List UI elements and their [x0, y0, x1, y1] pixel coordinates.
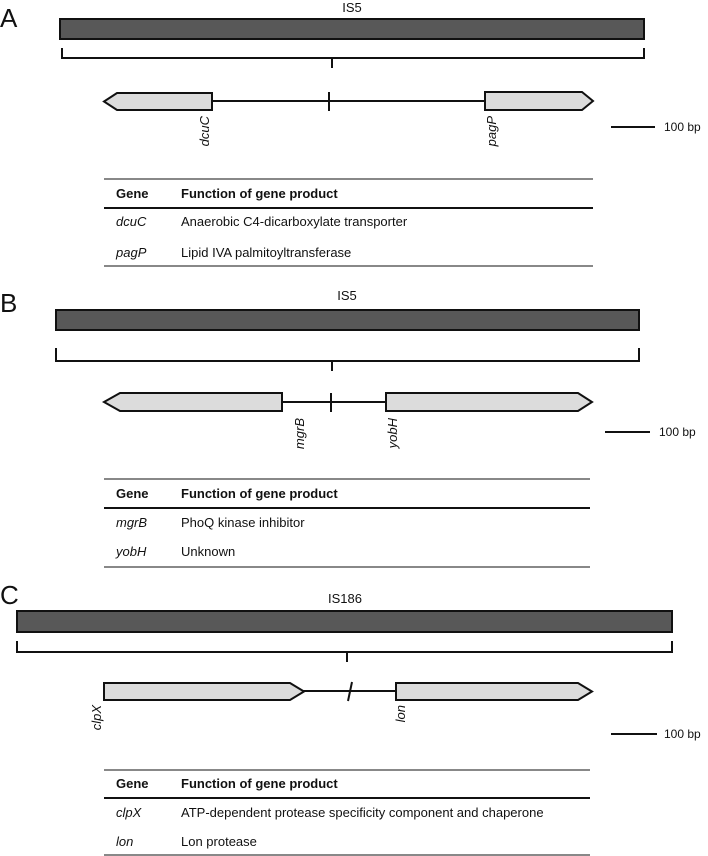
table-cell-function: Anaerobic C4-dicarboxylate transporter [181, 214, 408, 229]
table-cell-function: ATP-dependent protease specificity compo… [181, 805, 544, 820]
gene-table: Gene Function of gene product dcuC Anaer… [104, 178, 593, 267]
is-element-label: IS186 [328, 591, 362, 606]
table-header-function: Function of gene product [181, 186, 338, 201]
gene-label-mgrB: mgrB [292, 418, 307, 449]
gene-arrow-pagP [484, 91, 595, 111]
scale-bar-label: 100 bp [664, 120, 701, 134]
gene-arrow-dcuC [102, 92, 213, 111]
gene-table: Gene Function of gene product mgrB PhoQ … [104, 478, 590, 568]
table-cell-gene: yobH [115, 544, 147, 559]
table-header-gene: Gene [116, 186, 149, 201]
gene-label-yobH: yobH [385, 417, 400, 449]
gene-label-clpX: clpX [89, 704, 104, 731]
insertion-site-marker [347, 681, 353, 702]
table-header-function: Function of gene product [181, 776, 338, 791]
panel-b: B IS5 mgrB yobH 100 bp Gene Function of … [0, 288, 696, 568]
is-element-label: IS5 [337, 288, 357, 303]
panel-a: A IS5 dcuC pagP 100 bp Gene Function of … [0, 0, 701, 267]
table-cell-gene: pagP [115, 245, 147, 260]
gene-table: Gene Function of gene product clpX ATP-d… [104, 769, 590, 856]
scale-bar-label: 100 bp [664, 727, 701, 741]
panel-letter-b: B [0, 288, 17, 318]
gene-label-pagP: pagP [484, 116, 499, 148]
panel-c: C IS186 clpX lon 100 bp Gene Function of… [0, 580, 701, 856]
gene-arrow-lon [395, 682, 594, 701]
insertion-bracket [55, 348, 640, 371]
gene-label-lon: lon [393, 705, 408, 722]
table-header-gene: Gene [116, 486, 149, 501]
table-cell-gene: lon [116, 834, 133, 849]
panel-letter-a: A [0, 3, 18, 33]
table-cell-function: Unknown [181, 544, 235, 559]
is-element-bar [55, 309, 640, 331]
table-cell-function: Lipid IVA palmitoyltransferase [181, 245, 351, 260]
insertion-bracket [16, 641, 673, 662]
table-cell-gene: clpX [116, 805, 143, 820]
scale-bar-label: 100 bp [659, 425, 696, 439]
insertion-bracket [61, 48, 645, 68]
table-cell-function: Lon protease [181, 834, 257, 849]
table-cell-gene: dcuC [116, 214, 147, 229]
table-header-function: Function of gene product [181, 486, 338, 501]
table-header-gene: Gene [116, 776, 149, 791]
gene-arrow-clpX [103, 682, 306, 701]
gene-arrow-yobH [385, 392, 594, 412]
is-element-label: IS5 [342, 0, 362, 15]
gene-label-dcuC: dcuC [197, 115, 212, 146]
gene-arrow-mgrB [101, 392, 283, 412]
table-cell-gene: mgrB [116, 515, 147, 530]
is-element-bar [16, 610, 673, 633]
is-element-bar [59, 18, 645, 40]
panel-letter-c: C [0, 580, 19, 610]
table-cell-function: PhoQ kinase inhibitor [181, 515, 305, 530]
